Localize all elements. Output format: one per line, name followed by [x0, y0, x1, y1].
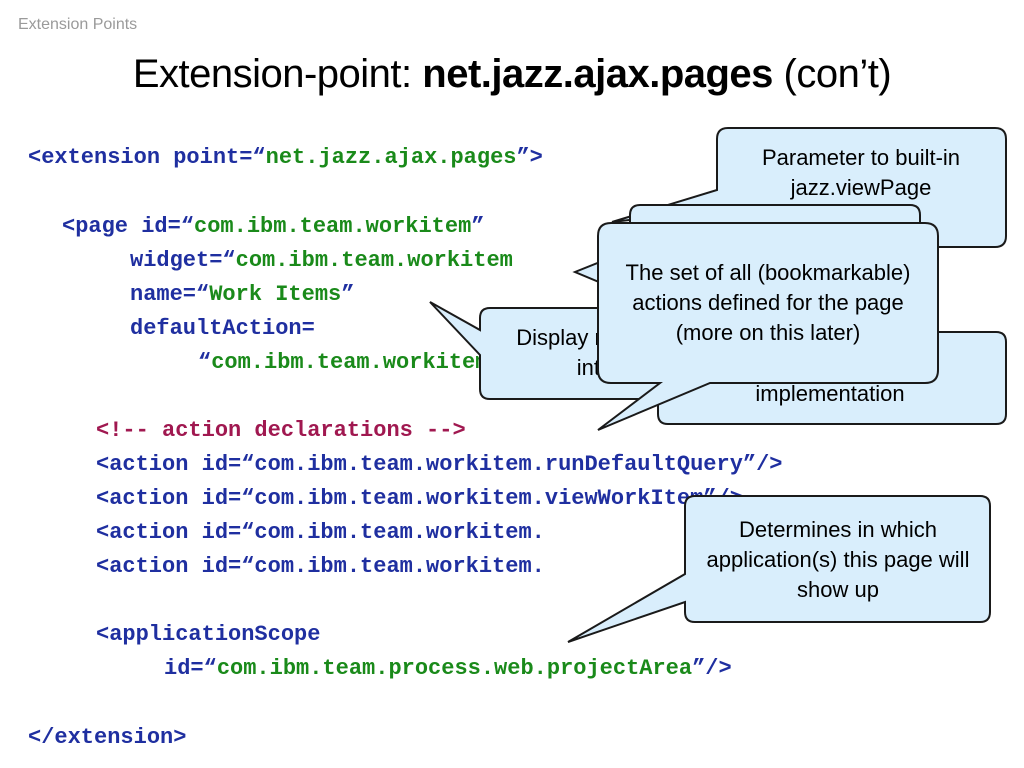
code-value: net.jazz.ajax.pages: [265, 145, 517, 170]
section-header: Extension Points: [18, 16, 138, 33]
code-text: ”: [471, 214, 485, 239]
code-text: <action id=“com.ibm.team.workitem.: [96, 520, 545, 545]
code-value: com.ibm.team.workitem: [211, 350, 489, 375]
code-text: <action id=“com.ibm.team.workitem.: [96, 554, 545, 579]
slide-title: Extension-point: net.jazz.ajax.pages (co…: [0, 52, 1024, 97]
code-line-action-3: <action id=“com.ibm.team.workitem.: [96, 520, 545, 546]
code-line-name: name=“Work Items”: [130, 282, 354, 308]
code-text: ”>: [516, 145, 543, 170]
code-value: com.ibm.team.workitem: [194, 214, 472, 239]
title-suffix: (con’t): [772, 52, 892, 96]
code-text: widget=“: [130, 248, 236, 273]
code-text: ”/>: [692, 656, 732, 681]
code-line-action-1: <action id=“com.ibm.team.workitem.runDef…: [96, 452, 783, 478]
code-text: “: [198, 350, 212, 375]
code-line-default-action-value: “com.ibm.team.workitem: [198, 350, 488, 376]
code-line-extension-close: </extension>: [28, 725, 186, 751]
code-text: <extension point=“: [28, 145, 266, 170]
code-text: defaultAction=: [130, 316, 315, 341]
code-value: com.ibm.team.workitem: [235, 248, 513, 273]
code-line-page-id: <page id=“com.ibm.team.workitem”: [62, 214, 484, 240]
code-line-default-action: defaultAction=: [130, 316, 315, 342]
code-line-comment: <!-- action declarations -->: [96, 418, 466, 444]
code-text: </extension>: [28, 725, 187, 750]
code-line-application-scope: <applicationScope: [96, 622, 320, 648]
code-text: <action id=“com.ibm.team.workitem.viewWo…: [96, 486, 743, 511]
code-line-action-4: <action id=“com.ibm.team.workitem.: [96, 554, 545, 580]
code-text: id=“: [164, 656, 217, 681]
code-text: <page id=“: [62, 214, 195, 239]
title-bold: net.jazz.ajax.pages: [422, 52, 773, 96]
code-value: Work Items: [209, 282, 342, 307]
code-value: com.ibm.team.process.web.projectArea: [216, 656, 693, 681]
code-comment: <!-- action declarations -->: [96, 418, 466, 443]
code-line-scope-id: id=“com.ibm.team.process.web.projectArea…: [164, 656, 732, 682]
code-text: ”: [341, 282, 355, 307]
code-line-extension-open: <extension point=“net.jazz.ajax.pages”>: [28, 145, 543, 171]
title-prefix: Extension-point:: [132, 52, 423, 96]
code-text: <action id=“com.ibm.team.workitem.runDef…: [96, 452, 783, 477]
code-line-action-2: <action id=“com.ibm.team.workitem.viewWo…: [96, 486, 743, 512]
code-text: name=“: [130, 282, 210, 307]
code-line-widget: widget=“com.ibm.team.workitem: [130, 248, 513, 274]
code-text: <applicationScope: [96, 622, 321, 647]
